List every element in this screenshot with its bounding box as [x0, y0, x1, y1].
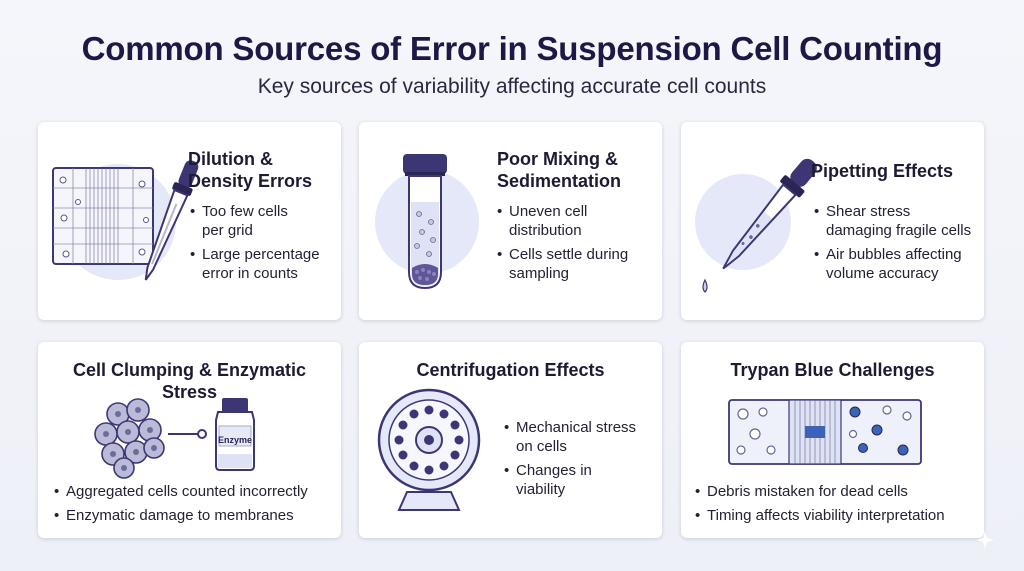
centrifuge-rotor-icon: [377, 388, 481, 511]
card-trypan-blue: Trypan Blue Challenges Debris mistaken f…: [681, 342, 984, 538]
card-poor-mixing: Poor Mixing & Sedimentation Uneven celld…: [359, 122, 662, 320]
card-cell-clumping: Cell Clumping & Enzymatic Stress Enzyme …: [38, 342, 341, 538]
dropper-icon: [695, 158, 817, 293]
trypan-slide-icon: [728, 399, 922, 465]
enzyme-vial-icon: [215, 398, 255, 471]
card-title-line1: Pipetting Effects: [811, 161, 954, 181]
card-dilution-density: Dilution & Density Errors Too few cellsp…: [38, 122, 341, 320]
card-title-line1: Dilution &: [188, 149, 273, 169]
sparkle-icon: [976, 531, 994, 549]
card-title-line1: Centrifugation Effects: [416, 360, 605, 380]
card-title-line1: Cell Clumping & Enzymatic: [72, 360, 307, 380]
test-tube-icon: [375, 154, 479, 290]
cell-cluster-icon: [94, 398, 255, 479]
bullet-list: Aggregated cells counted incorrectly Enz…: [54, 482, 344, 530]
hemocytometer-pipette-icon: [52, 160, 199, 281]
page-title: Common Sources of Error in Suspension Ce…: [81, 30, 943, 67]
card-centrifugation: Centrifugation Effects Mechanical stress…: [359, 342, 662, 538]
card-title-line2: Stress: [161, 382, 218, 402]
card-title-line2: Density Errors: [188, 171, 313, 191]
page-subtitle: Key sources of variability affecting acc…: [257, 75, 767, 98]
card-title-line2: Sedimentation: [497, 171, 622, 191]
list-item: Timing affects viability interpretation: [695, 506, 984, 525]
card-title-line1: Poor Mixing &: [497, 149, 618, 169]
card-title-line1: Trypan Blue Challenges: [730, 360, 935, 380]
list-item: Aggregated cells counted incorrectly: [54, 482, 344, 501]
enzyme-vial-label: Enzyme: [217, 435, 252, 445]
list-item: Enzymatic damage to membranes: [54, 506, 344, 525]
bullet-list: Debris mistaken for dead cells Timing af…: [695, 482, 984, 530]
list-item: Debris mistaken for dead cells: [695, 482, 984, 501]
